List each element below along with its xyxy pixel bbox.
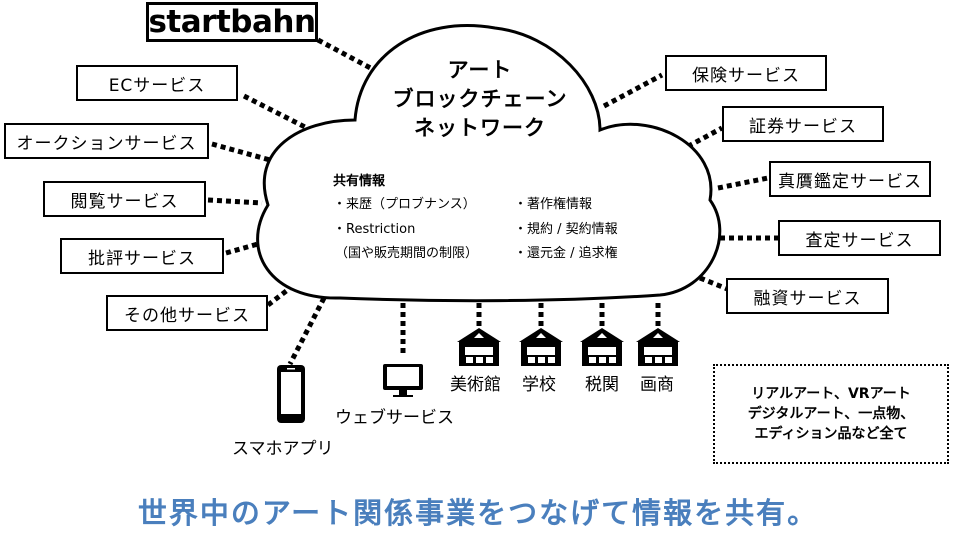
building-icon-customs [580, 328, 624, 366]
institution-label-museum: 美術館 [450, 375, 501, 395]
institution-label-school: 学校 [522, 375, 556, 395]
connector-ec [242, 93, 307, 130]
shared-info-item: （国や販売期間の制限） [335, 246, 479, 261]
institution-label-dealer: 画商 [640, 375, 674, 395]
building-icon-dealer [636, 328, 680, 366]
web-service-label: ウェブサービス [335, 408, 454, 428]
connector-logo [316, 37, 380, 75]
shared-info-item: ・著作権情報 [514, 197, 593, 212]
note-line: エディション品など全て [754, 426, 908, 442]
service-box-finance: 融資サービス [726, 278, 889, 314]
connector-auction [211, 141, 271, 163]
service-box-insurance: 保険サービス [665, 55, 827, 91]
note-line: リアルアート、VRアート [751, 386, 911, 402]
connector-viewing [207, 197, 263, 206]
cloud-title-line: アート [447, 58, 513, 82]
cloud-title-line: ネットワーク [414, 116, 546, 140]
tagline: 世界中のアート関係事業をつなげて情報を共有。 [137, 496, 819, 530]
shared-info-item: ・来歴（プロブナンス） [333, 197, 476, 212]
connector-insurance [602, 72, 664, 109]
shared-info-item: ・Restriction [333, 222, 416, 237]
shared-info-item: ・規約 / 契約情報 [514, 222, 618, 237]
startbahn-logo: startbahn [146, 2, 318, 42]
artwork-types-note: リアルアート、VRアート デジタルアート、一点物、 エディション品など全て [713, 364, 949, 464]
monitor-icon [383, 364, 423, 397]
note-line: デジタルアート、一点物、 [747, 406, 915, 422]
cloud-title: アート ブロックチェーン ネットワーク [380, 56, 580, 143]
service-box-other: その他サービス [106, 295, 268, 331]
connector-app [287, 296, 327, 366]
connector-authentication [717, 175, 769, 191]
building-icon-museum [457, 328, 501, 366]
service-box-ec: ECサービス [76, 65, 238, 101]
shared-info-title: 共有情報 [333, 174, 386, 189]
building-icon-school [519, 328, 563, 366]
service-box-critique: 批評サービス [60, 238, 224, 274]
smartphone-app-label: スマホアプリ [232, 439, 334, 459]
service-box-auction: オークションサービス [4, 123, 209, 159]
institution-label-customs: 税関 [585, 375, 619, 395]
service-box-authentication: 真贋鑑定サービス [769, 161, 931, 197]
service-box-appraisal: 査定サービス [778, 220, 941, 256]
cloud-title-line: ブロックチェーン [392, 87, 568, 111]
smartphone-icon [277, 365, 305, 423]
service-box-viewing: 閲覧サービス [43, 181, 206, 217]
service-box-securities: 証券サービス [722, 106, 884, 142]
shared-info-item: ・還元金 / 追求権 [514, 246, 618, 261]
blockchain-cloud [256, 24, 722, 303]
